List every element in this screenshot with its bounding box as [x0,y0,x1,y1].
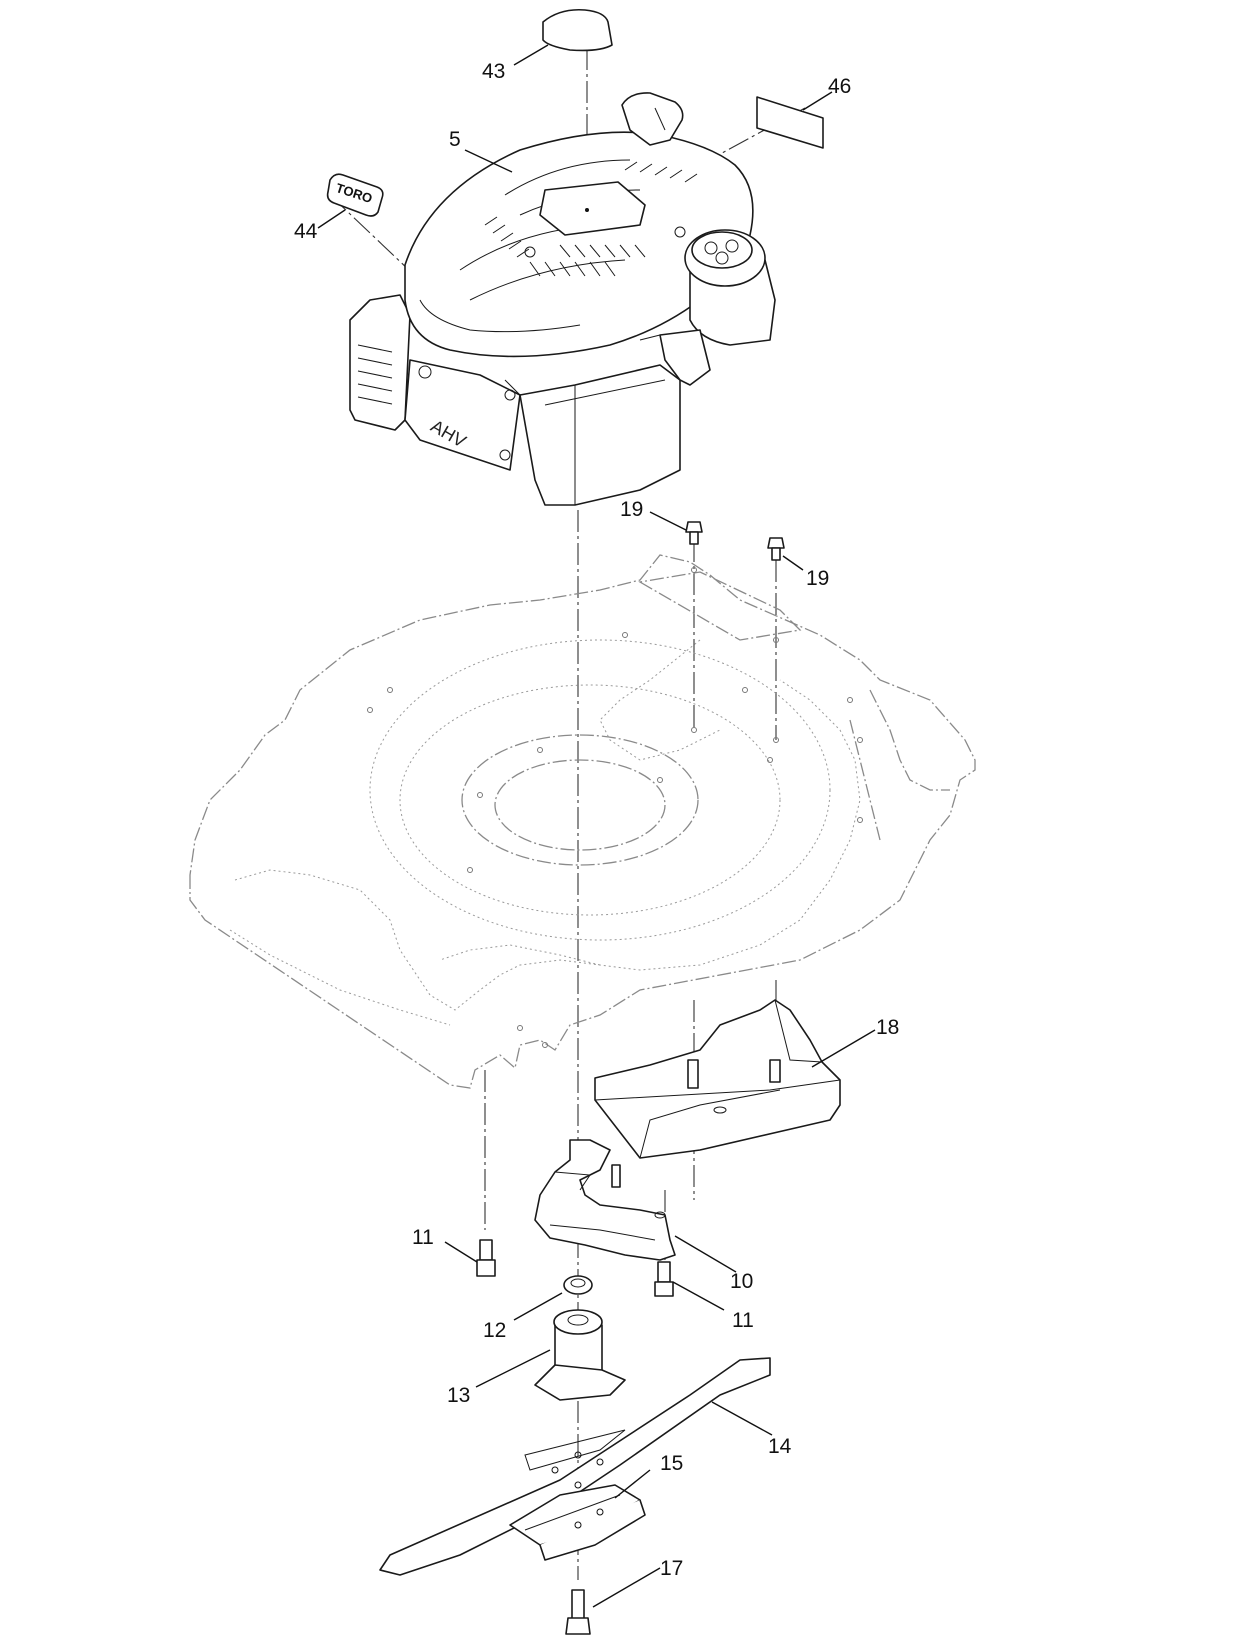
mower-deck [189,554,976,1089]
callout-11-a: 11 [412,1226,434,1249]
part-5-engine: AHV [349,92,776,506]
part-43-top-decal [542,8,613,52]
part-13-blade-adapter [534,1309,626,1401]
part-46-label [756,96,824,149]
part-11-bolt-b [654,1261,674,1297]
part-11-bolt-a [476,1239,496,1277]
callout-10: 10 [730,1270,753,1293]
part-15-stiffener [509,1484,646,1561]
part-17-blade-bolt [565,1589,591,1635]
part-19-bolt-b [767,537,785,561]
callout-12: 12 [483,1319,506,1342]
callout-44: 44 [294,220,318,243]
callout-5: 5 [449,128,461,151]
leader-lines [317,44,876,1608]
callout-18: 18 [876,1016,899,1039]
callout-43: 43 [482,60,505,83]
part-44-toro-decal: TORO [326,173,384,217]
part-18-baffle [594,999,841,1159]
callout-11-b: 11 [732,1309,754,1332]
callout-14: 14 [768,1435,792,1458]
part-10-bracket [534,1139,676,1261]
part-14-blade [379,1357,771,1576]
part-12-washer [563,1275,593,1295]
callout-19-b: 19 [806,567,829,590]
callout-labels: 43 46 5 44 19 19 18 11 10 11 12 13 14 15… [294,60,899,1580]
callout-15: 15 [660,1452,683,1475]
callout-17: 17 [660,1557,683,1580]
callout-13: 13 [447,1384,470,1407]
callout-19-a: 19 [620,498,643,521]
part-19-bolt-a [685,521,703,545]
callout-46: 46 [828,75,851,98]
